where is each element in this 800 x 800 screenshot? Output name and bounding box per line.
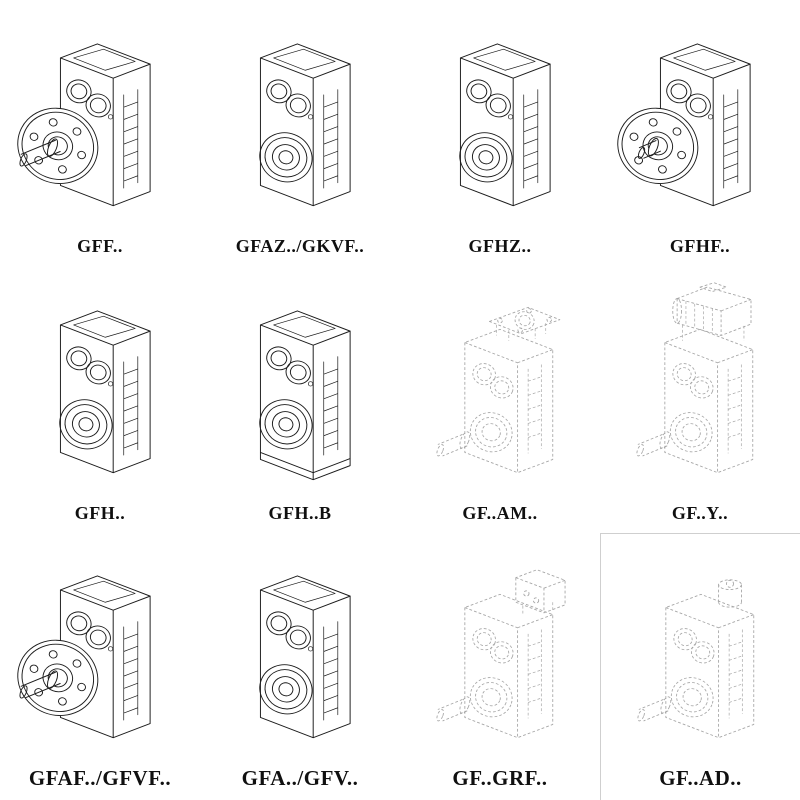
catalog-cell: GF..AD.. (600, 533, 800, 800)
model-label: GFA../GFV.. (241, 765, 359, 790)
drawing-area (402, 537, 598, 765)
gfhz-gearbox-drawing (452, 43, 551, 207)
catalog-cell: GFF.. (0, 0, 200, 267)
catalog-cell: GFHZ.. (400, 0, 600, 267)
gf-am-gearbox-drawing (435, 306, 561, 473)
gfhf-gearbox-drawing (612, 43, 751, 207)
catalog-cell: GF..AM.. (400, 267, 600, 534)
drawing-area (603, 538, 798, 765)
catalog-cell: GF..Y.. (600, 267, 800, 534)
catalog-cell: GFAF../GFVF.. (0, 533, 200, 800)
model-label: GF..AM.. (462, 502, 538, 523)
catalog-cell: GF..GRF.. (400, 533, 600, 800)
gfaf-gfvf-gearbox-drawing (12, 575, 151, 738)
drawing-area (602, 4, 798, 235)
model-label: GFAF../GFVF.. (28, 765, 172, 790)
model-label: GF..AD.. (659, 765, 742, 790)
model-label: GFH..B (268, 502, 332, 523)
gfa-gfv-gearbox-drawing (252, 575, 351, 738)
drawing-area (202, 271, 398, 502)
model-label: GFHF.. (669, 235, 731, 256)
catalog-cell: GFH.. (0, 267, 200, 534)
drawing-area (2, 271, 198, 502)
drawing-area (402, 271, 598, 502)
gff-gearbox-drawing (12, 43, 151, 207)
gfh-b-gearbox-drawing (252, 310, 351, 480)
drawing-area (602, 271, 798, 502)
drawing-area (2, 4, 198, 235)
gf-y-gearbox-drawing (635, 281, 754, 473)
model-label: GF..GRF.. (452, 765, 548, 790)
catalog-cell: GFAZ../GKVF.. (200, 0, 400, 267)
drawing-area (402, 4, 598, 235)
model-label: GF..Y.. (671, 502, 729, 523)
gfh-gearbox-drawing (52, 310, 151, 473)
catalog-cell: GFHF.. (600, 0, 800, 267)
drawing-area (202, 537, 398, 765)
model-label: GFHZ.. (468, 235, 532, 256)
catalog-cell: GFA../GFV.. (200, 533, 400, 800)
catalog-cell: GFH..B (200, 267, 400, 534)
model-label: GFF.. (77, 235, 123, 256)
drawing-area (2, 537, 198, 765)
gf-grf-gearbox-drawing (435, 568, 566, 738)
model-label: GFAZ../GKVF.. (235, 235, 365, 256)
drawing-area (202, 4, 398, 235)
gf-ad-gearbox-drawing (635, 579, 754, 739)
gfaz-gkvf-gearbox-drawing (252, 43, 351, 207)
model-label: GFH.. (74, 502, 126, 523)
